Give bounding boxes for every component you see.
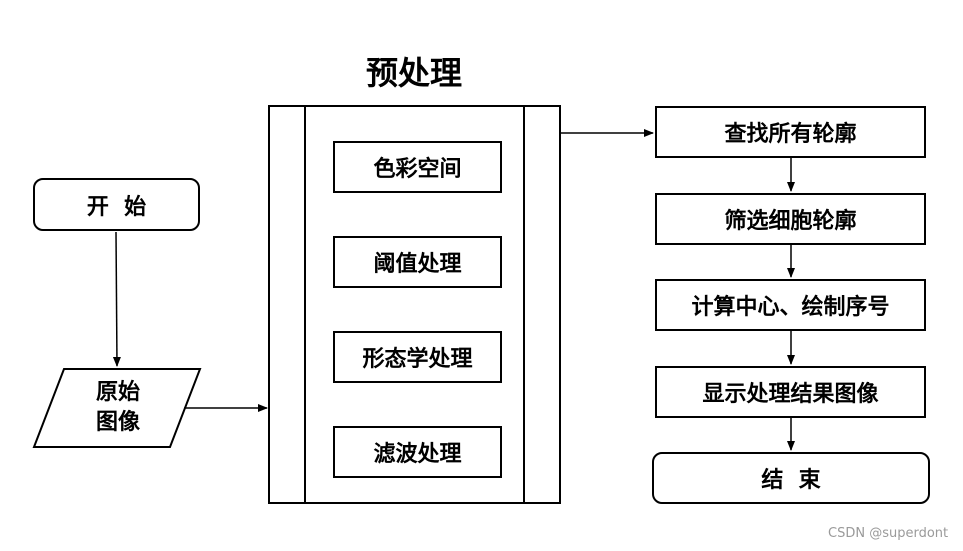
- preprocess-step-threshold: 阈值处理: [333, 236, 502, 288]
- end-node: 结 束: [652, 452, 930, 504]
- start-node: 开 始: [33, 178, 200, 231]
- step-find-contours: 查找所有轮廓: [655, 106, 926, 158]
- preprocess-step-filter: 滤波处理: [333, 426, 502, 478]
- preprocess-step-color-space: 色彩空间: [333, 141, 502, 193]
- watermark: CSDN @superdont: [828, 526, 949, 541]
- input-node-label: 原始 图像: [78, 378, 158, 438]
- input-label-line-1: 原始: [95, 380, 140, 405]
- arrow-start-to-input: [112, 231, 121, 367]
- step-filter-cell-contours: 筛选细胞轮廓: [655, 193, 926, 245]
- step-compute-center-draw-number: 计算中心、绘制序号: [655, 279, 926, 331]
- preprocess-title: 预处理: [366, 54, 463, 92]
- input-parallelogram: [32, 368, 202, 448]
- step-show-result-image: 显示处理结果图像: [655, 366, 926, 418]
- preprocess-step-morphology: 形态学处理: [333, 331, 502, 383]
- input-label-line-2: 图像: [95, 410, 140, 435]
